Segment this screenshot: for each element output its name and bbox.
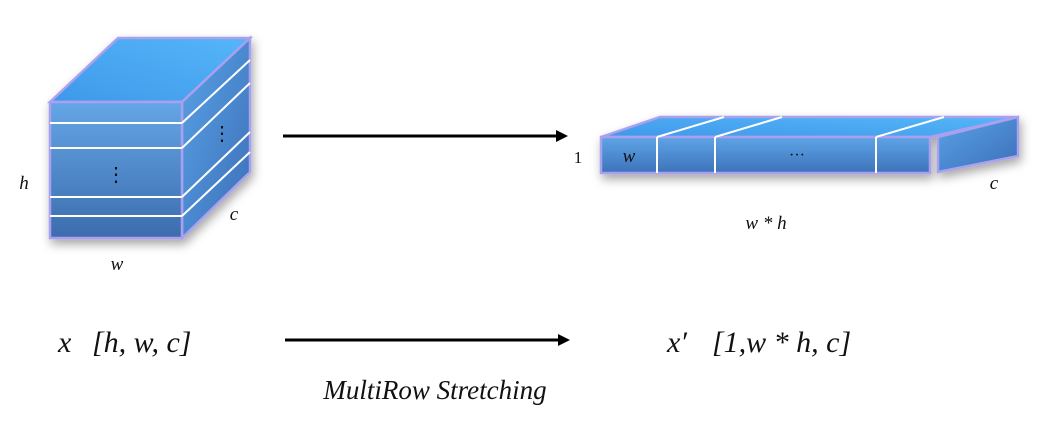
output-block-front-face xyxy=(599,135,932,175)
input-side-dots: ⋮ xyxy=(212,123,232,145)
output-middle-cell-label: ··· xyxy=(789,147,805,164)
output-channel-label: c xyxy=(990,173,999,194)
formula-input-shape: [h, w, c] xyxy=(92,326,191,359)
output-first-cell-label: w xyxy=(623,146,636,167)
output-block-side-face xyxy=(936,115,1020,174)
output-length-label: w * h xyxy=(745,213,786,234)
output-height-label: 1 xyxy=(574,148,583,167)
operation-label: MultiRow Stretching xyxy=(322,375,546,405)
formula-input-var: x xyxy=(57,326,72,359)
input-front-dots: ⋮ xyxy=(106,164,126,186)
formula-output-shape: [1,w * h, c] xyxy=(712,326,851,359)
formula-output-var: x′ xyxy=(666,326,687,359)
output-block-cell-lines xyxy=(656,116,945,173)
input-cube-row-lines xyxy=(50,59,251,217)
input-width-label: w xyxy=(111,254,124,275)
input-channel-label: c xyxy=(230,204,239,225)
output-block xyxy=(599,115,1020,175)
input-height-label: h xyxy=(19,173,29,194)
